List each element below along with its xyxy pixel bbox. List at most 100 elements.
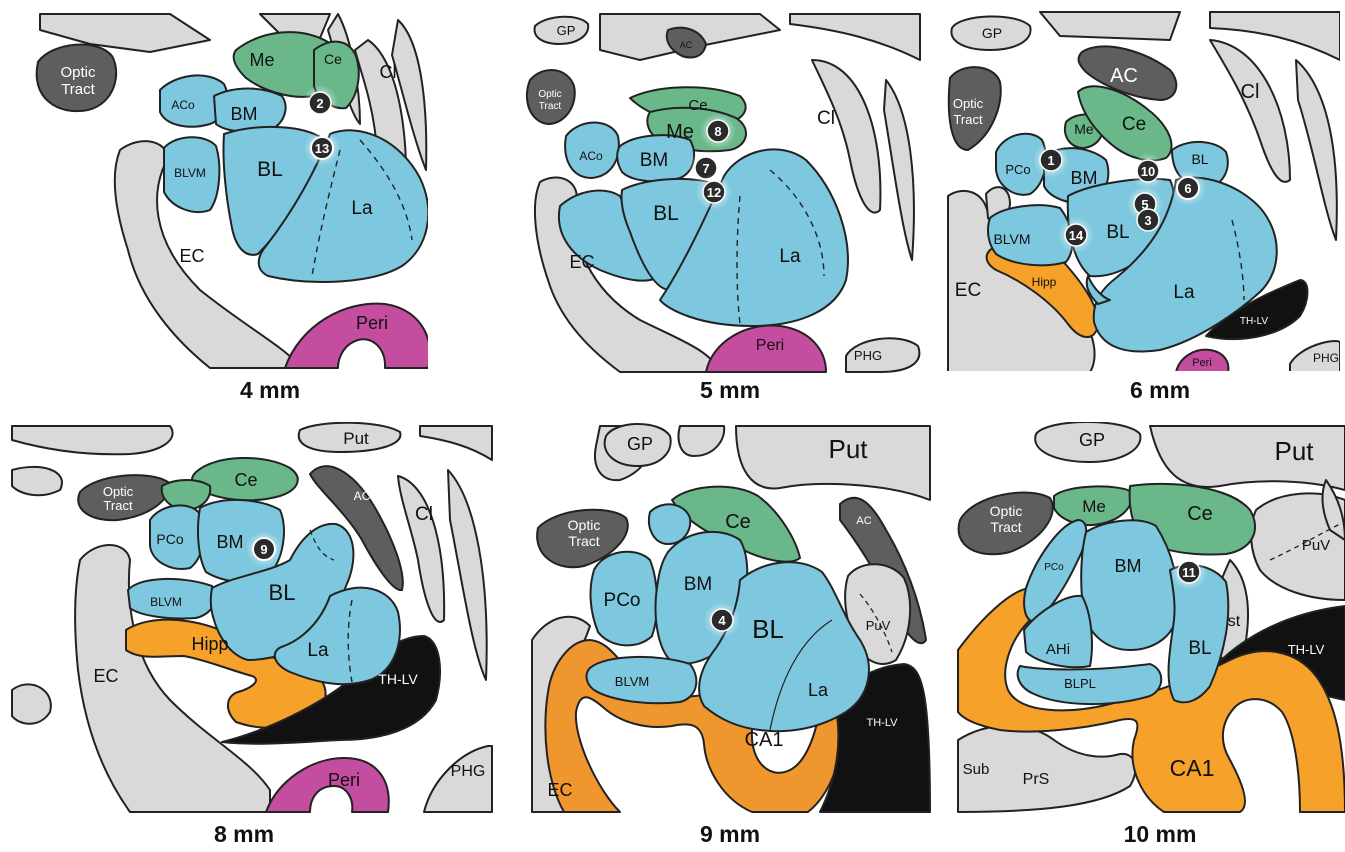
label-peri: Peri <box>1192 357 1212 369</box>
label-pco: PCo <box>1005 162 1030 177</box>
label-tract: Tract <box>568 533 599 549</box>
label-ahi: AHi <box>1046 641 1070 658</box>
label-tract: Tract <box>953 112 983 127</box>
gray-right <box>1296 60 1337 240</box>
label-thlv: TH-LV <box>1288 642 1325 657</box>
marker-2: 2 <box>302 85 338 121</box>
gray-matter-bottom-right <box>439 300 472 368</box>
marker-11: 11 <box>1171 554 1207 590</box>
put <box>1150 426 1345 490</box>
svg-text:9: 9 <box>260 542 267 557</box>
label-aco: ACo <box>579 149 603 163</box>
svg-text:10: 10 <box>1141 164 1155 179</box>
svg-text:6: 6 <box>1184 181 1191 196</box>
label-me: Me <box>1082 497 1106 516</box>
label-bl: BL <box>257 158 283 181</box>
label-bm: BM <box>1115 556 1142 576</box>
label-tract: Tract <box>990 519 1021 535</box>
label-ce: Ce <box>1122 114 1146 135</box>
caption-8mm: 8 mm <box>214 821 274 847</box>
label-ce: Ce <box>1187 503 1213 525</box>
label-la: La <box>808 680 829 700</box>
label-me: Me <box>249 50 274 70</box>
marker-14: 14 <box>1058 217 1094 253</box>
label-ce: Ce <box>725 511 751 533</box>
label-blvm: BLVM <box>150 595 182 609</box>
label-hipp: Hipp <box>1032 275 1057 289</box>
svg-text:3: 3 <box>1144 213 1151 228</box>
label-optic: Optic <box>990 503 1023 519</box>
svg-text:12: 12 <box>707 185 721 200</box>
marker-3: 3 <box>1137 209 1159 231</box>
label-peri: Peri <box>356 313 388 333</box>
label-ca1: CA1 <box>1170 755 1215 781</box>
gray-right <box>448 470 487 680</box>
label-puv: PuV <box>1302 537 1330 554</box>
label-ce: Ce <box>234 470 257 490</box>
label-bm: BM <box>231 104 258 124</box>
label-tract: Tract <box>539 101 562 112</box>
label-pco: PCo <box>1044 562 1064 573</box>
label-tract: Tract <box>103 498 133 513</box>
label-st: st <box>1228 613 1241 630</box>
bm <box>1081 520 1177 650</box>
label-phg: PHG <box>854 348 882 363</box>
label-blpl: BLPL <box>1064 676 1096 691</box>
label-hipp: Hipp <box>191 634 228 654</box>
gray-left-2 <box>12 684 51 723</box>
marker-4: 4 <box>704 602 740 638</box>
gray-top-right <box>420 426 492 460</box>
label-blvm: BLVM <box>615 674 649 689</box>
label-blvm: BLVM <box>993 231 1030 247</box>
label-me: Me <box>1074 121 1094 137</box>
caption-4mm: 4 mm <box>240 377 300 403</box>
label-blvm: BLVM <box>174 166 206 180</box>
label-put: Put <box>828 434 868 464</box>
cl <box>398 476 444 622</box>
label-ac: AC <box>680 40 693 50</box>
caption-10mm: 10 mm <box>1124 821 1197 847</box>
label-ec: EC <box>955 280 981 301</box>
label-bm: BM <box>1071 168 1098 188</box>
marker-9: 9 <box>246 531 282 567</box>
label-pco: PCo <box>156 531 183 547</box>
label-gp: GP <box>627 434 653 454</box>
marker-8: 8 <box>700 113 736 149</box>
label-peri: Peri <box>328 770 360 790</box>
label-peri: Peri <box>756 337 784 354</box>
label-la: La <box>1173 282 1195 303</box>
caption-9mm: 9 mm <box>700 821 760 847</box>
label-cl: Cl <box>817 108 835 129</box>
label-optic: Optic <box>538 89 561 100</box>
gray-mid <box>679 426 725 456</box>
marker-13: 13 <box>304 130 340 166</box>
gray-top-right <box>790 14 920 60</box>
gray-right <box>884 80 914 260</box>
label-phg: PHG <box>1313 351 1339 365</box>
label-thlv: TH-LV <box>867 717 899 729</box>
label-gp: GP <box>1079 430 1105 450</box>
label-ac: AC <box>856 515 871 527</box>
label-bm: BM <box>640 150 669 171</box>
label-put: Put <box>343 429 369 448</box>
marker-12: 12 <box>696 174 732 210</box>
label-bl: BL <box>269 580 296 605</box>
caption-6mm: 6 mm <box>1130 377 1190 403</box>
marker-1: 1 <box>1033 142 1069 178</box>
label-optic: Optic <box>60 64 96 81</box>
label-thlv: TH-LV <box>1240 316 1268 327</box>
label-bm: BM <box>684 574 713 595</box>
label-la: La <box>307 640 329 661</box>
label-optic: Optic <box>568 517 601 533</box>
label-sub: Sub <box>963 761 990 778</box>
label-gp: GP <box>557 23 576 38</box>
caption-5mm: 5 mm <box>700 377 760 403</box>
svg-text:1: 1 <box>1047 153 1054 168</box>
label-pco: PCo <box>604 590 641 611</box>
label-bl: BL <box>1188 638 1211 659</box>
label-puv: PuV <box>866 618 891 633</box>
label-cl: Cl <box>1241 81 1260 103</box>
marker-10: 10 <box>1130 153 1166 189</box>
label-prs: PrS <box>1023 771 1050 788</box>
